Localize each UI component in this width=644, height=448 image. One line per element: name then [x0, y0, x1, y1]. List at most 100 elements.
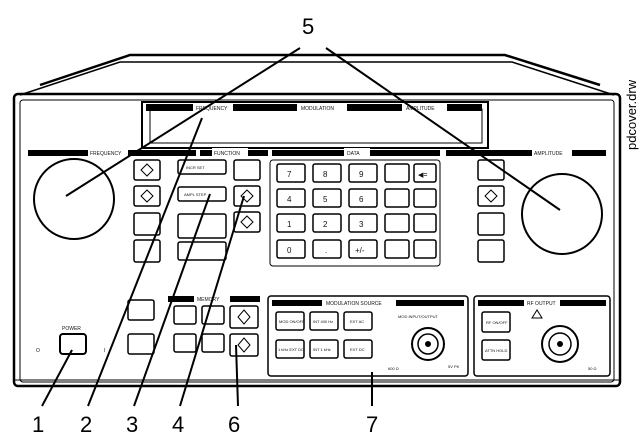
memory-section-label: MEMORY	[197, 297, 220, 303]
key-0[interactable]	[276, 239, 306, 259]
callout-7: 7	[366, 412, 378, 437]
frequency-section-label: FREQUENCY	[90, 151, 122, 157]
key-5[interactable]	[312, 188, 342, 208]
diamond-icon	[240, 215, 254, 229]
int-400hz-label: INT 400 Hz	[313, 319, 333, 324]
int-400hz-button[interactable]	[309, 311, 339, 331]
unit-key-5[interactable]	[413, 188, 437, 208]
mod-on-off-button[interactable]	[275, 311, 305, 331]
lower-left-keys	[127, 299, 155, 355]
frequency-knob[interactable]	[33, 158, 115, 240]
callout-5: 5	[302, 14, 314, 39]
incr-set-button[interactable]	[177, 159, 227, 175]
attn-hold-label: ATTN HOLD	[485, 348, 507, 353]
remote-key[interactable]	[127, 299, 155, 321]
display-amplitude-label: AMPLITUDE	[406, 106, 435, 112]
key-7[interactable]	[276, 163, 306, 183]
local-key[interactable]	[127, 333, 155, 355]
key-1-label: 1	[287, 220, 292, 229]
power-switch[interactable]	[59, 333, 87, 355]
diamond-icon	[237, 337, 251, 353]
key-2[interactable]	[312, 213, 342, 233]
amplitude-knob[interactable]	[521, 173, 603, 255]
data-section: DATA	[269, 148, 441, 267]
callout-6: 6	[228, 412, 240, 437]
key-3[interactable]	[348, 213, 378, 233]
data-section-label: DATA	[347, 151, 360, 157]
power-on-symbol: I	[104, 348, 105, 354]
ext-ac-button[interactable]	[343, 311, 373, 331]
rf-output-label: RF OUTPUT	[527, 301, 556, 307]
key-0-label: 0	[287, 246, 292, 255]
key-9-label: 9	[359, 170, 364, 179]
callout-3: 3	[126, 412, 138, 437]
mod-vpk-label: 5V PK	[448, 364, 460, 369]
mod-on-off-label: MOD ON/OFF	[279, 319, 305, 324]
key-3-label: 3	[359, 220, 364, 229]
unit-key-1[interactable]	[384, 163, 410, 183]
key-8[interactable]	[312, 163, 342, 183]
ampl-step-button[interactable]	[177, 186, 227, 202]
key-9[interactable]	[348, 163, 378, 183]
power-area: POWER O I	[36, 326, 105, 355]
display-frequency-label: FREQUENCY	[196, 106, 228, 112]
key-decimal[interactable]	[312, 239, 342, 259]
unit-key-6[interactable]	[413, 213, 437, 233]
leader-lines	[41, 47, 561, 407]
function-section-label: FUNCTION	[214, 151, 240, 157]
ext-dc-label: EXT DC	[350, 347, 365, 352]
ext-dc-button[interactable]	[343, 339, 373, 359]
key-plus-minus[interactable]	[348, 239, 378, 259]
function-key-5[interactable]	[233, 159, 261, 181]
key-7-label: 7	[287, 170, 292, 179]
memory-recall-key[interactable]	[173, 333, 197, 353]
khz-ext-dc-button[interactable]	[275, 339, 305, 359]
diamond-icon	[484, 189, 498, 203]
ext-ac-label: EXT AC	[350, 319, 364, 324]
callout-1: 1	[32, 412, 44, 437]
key-decimal-label: .	[325, 246, 327, 255]
amplitude-section: AMPLITUDE	[446, 148, 606, 263]
display-modulation-label: MODULATION	[301, 106, 334, 112]
frequency-section: FREQUENCY	[28, 148, 196, 263]
memory-key-3[interactable]	[201, 305, 225, 325]
drawing-filename-label: pdcover.drw	[624, 79, 639, 150]
int-1khz-button[interactable]	[309, 339, 339, 359]
key-4[interactable]	[276, 188, 306, 208]
amplitude-section-label: AMPLITUDE	[534, 151, 563, 157]
khz-ext-dc-label: 1 kHz EXT DC	[278, 347, 304, 352]
backspace-key[interactable]	[413, 163, 437, 183]
rf-on-off-button[interactable]	[481, 311, 511, 333]
frequency-step-buttons[interactable]	[133, 159, 161, 263]
unit-key-2[interactable]	[384, 188, 410, 208]
key-1[interactable]	[276, 213, 306, 233]
unit-key-7[interactable]	[413, 239, 437, 259]
incr-set-label: INCR SET	[186, 165, 205, 170]
amplitude-key-3[interactable]	[477, 212, 505, 236]
amplitude-step-up-button[interactable]	[477, 159, 505, 181]
diamond-icon	[237, 309, 251, 325]
key-6[interactable]	[348, 188, 378, 208]
ampl-step-label: AMPL STEP	[184, 192, 207, 197]
function-key-4[interactable]	[177, 241, 227, 261]
memory-key-4[interactable]	[201, 333, 225, 353]
attn-hold-button[interactable]	[481, 339, 511, 361]
rf-on-off-label: RF ON/OFF	[486, 320, 508, 325]
key-5-label: 5	[323, 195, 328, 204]
key-8-label: 8	[323, 170, 328, 179]
rf-output-section: RF OUTPUT RF ON/OFF ATTN HOLD 50 Ω	[473, 295, 611, 377]
memory-save-key[interactable]	[173, 305, 197, 325]
warning-triangle-icon	[531, 309, 543, 319]
amplitude-key-4[interactable]	[477, 239, 505, 263]
callout-2: 2	[80, 412, 92, 437]
mod-impedance-label: 600 Ω	[388, 366, 399, 371]
callout-4: 4	[172, 412, 184, 437]
memory-section: MEMORY	[168, 294, 260, 357]
key-4-label: 4	[287, 195, 292, 204]
unit-key-3[interactable]	[384, 213, 410, 233]
key-plus-minus-label: +/-	[355, 246, 365, 255]
modulation-source-section: MODULATION SOURCE MOD ON/OFF INT 400 Hz …	[267, 295, 469, 377]
unit-key-4[interactable]	[384, 239, 410, 259]
mod-input-output-label: MOD INPUT/OUTPUT	[398, 314, 439, 319]
